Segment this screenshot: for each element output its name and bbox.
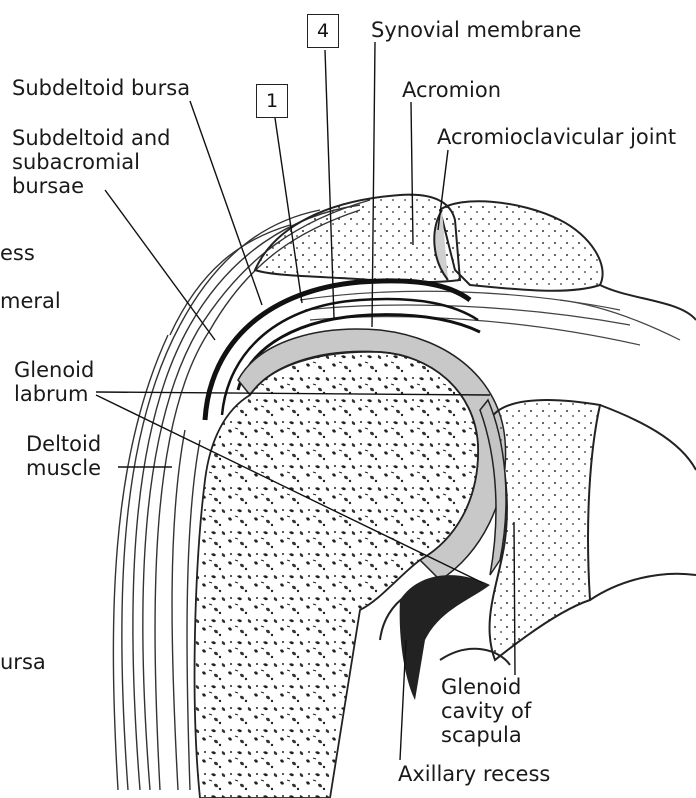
label-subdeltoid-bursa: Subdeltoid bursa bbox=[12, 76, 190, 100]
label-glenoid-labrum-line2: labrum bbox=[14, 382, 88, 406]
label-subdeltoid-subacromial-line1: Subdeltoid and bbox=[12, 126, 170, 150]
label-glenoid-cavity-line3: scapula bbox=[441, 723, 522, 747]
label-box-4: 4 bbox=[307, 14, 339, 48]
scapula-shape bbox=[480, 400, 696, 660]
label-box-1: 1 bbox=[256, 84, 288, 118]
label-glenoid-labrum-line1: Glenoid bbox=[14, 358, 94, 382]
label-cut-left-2: meral bbox=[0, 289, 61, 313]
label-glenoid-cavity-line1: Glenoid bbox=[441, 675, 521, 699]
label-cut-left-1: ess bbox=[0, 241, 35, 265]
label-cut-left-3: ursa bbox=[0, 650, 46, 674]
label-deltoid-muscle-line1: Deltoid bbox=[26, 432, 101, 456]
label-deltoid-muscle-line2: muscle bbox=[26, 456, 101, 480]
label-acromioclavicular-joint: Acromioclavicular joint bbox=[437, 125, 676, 149]
label-glenoid-cavity-line2: cavity of bbox=[441, 699, 531, 723]
label-synovial-membrane: Synovial membrane bbox=[371, 18, 581, 42]
label-axillary-recess: Axillary recess bbox=[398, 762, 550, 786]
label-subdeltoid-subacromial-line3: bursae bbox=[12, 174, 84, 198]
label-acromion: Acromion bbox=[402, 78, 501, 102]
acromion-shape bbox=[255, 195, 696, 320]
label-subdeltoid-subacromial-line2: subacromial bbox=[12, 150, 140, 174]
